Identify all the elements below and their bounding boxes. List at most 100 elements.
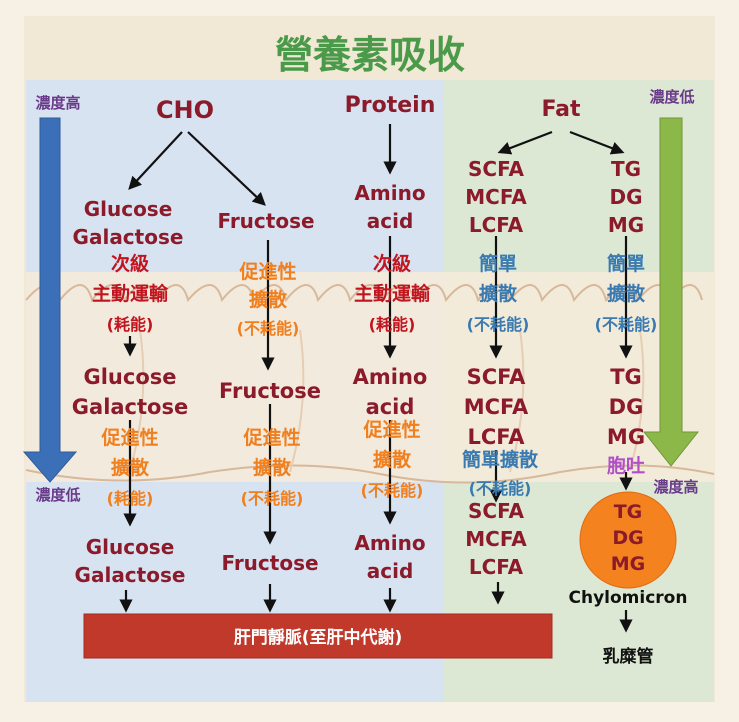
fat-left-mechanism-1-line: 簡單 xyxy=(479,252,517,275)
fat-left-bottom: SCFA MCFA LCFA xyxy=(465,499,527,579)
fat-left-mechanism-1-line: (不耗能) xyxy=(467,315,530,334)
cho-heading: CHO xyxy=(156,96,214,124)
fat-left-top-line: SCFA xyxy=(468,157,524,181)
fat-left-mid: SCFA MCFA LCFA xyxy=(464,365,529,449)
cho-right-mechanism-1-line: 擴散 xyxy=(249,288,287,311)
intestinal-villi xyxy=(25,272,715,484)
fat-right-top-line: TG xyxy=(611,157,641,181)
right-high-label: 濃度高 xyxy=(653,478,698,496)
fat-exocytosis: 胞吐 xyxy=(607,454,645,477)
chylomicron-particle xyxy=(579,491,677,589)
fat-left-mechanism-2-line: (不耗能) xyxy=(469,479,532,498)
cho-right-mechanism-2-line: 擴散 xyxy=(253,456,291,479)
chylomicron-label: Chylomicron xyxy=(569,588,688,608)
protein-mid-line: Amino xyxy=(353,365,428,389)
protein-mechanism-2-line: (不耗能) xyxy=(361,481,424,500)
arrow-fat-right xyxy=(569,130,625,155)
protein-mechanism-1-line: 主動運輸 xyxy=(354,282,431,305)
fat-right-top: TG DG MG xyxy=(608,157,644,237)
cho-right-mechanism-2-line: (不耗能) xyxy=(241,489,304,508)
cho-left-top-line: Galactose xyxy=(73,225,184,249)
arrow-fat-left xyxy=(497,130,553,155)
cho-right-mechanism-2-line: 促進性 xyxy=(242,426,300,449)
protein-mechanism-1-line: 次級 xyxy=(373,252,411,275)
fat-right-mechanism-1: 簡單擴散 (不耗能) xyxy=(595,252,658,334)
fat-left-bottom-line: LCFA xyxy=(469,555,524,579)
fat-left-mid-line: MCFA xyxy=(464,395,529,419)
text-blocks: GlucoseGalactoseFructose次級主動運輸(耗能)促進性擴散(… xyxy=(72,157,658,587)
chylomicron-contents: TG DG MG xyxy=(611,501,646,575)
right-low-label: 濃度低 xyxy=(649,88,694,106)
protein-mechanism-2-line: 擴散 xyxy=(373,448,411,471)
fat-right-mechanism-1-line: (不耗能) xyxy=(595,315,658,334)
protein-bottom-line: acid xyxy=(367,559,414,583)
fat-left-mechanism-2: 簡單擴散 (不耗能) xyxy=(462,448,538,498)
fat-left-top: SCFA MCFA LCFA xyxy=(465,157,527,237)
protein-top-line: Amino xyxy=(354,181,425,205)
left-gradient-arrow xyxy=(22,117,78,483)
cho-left-bottom-line: Galactose xyxy=(75,563,186,587)
cho-right-mid-line: Fructose xyxy=(219,379,321,403)
fat-left-mid-line: SCFA xyxy=(467,365,526,389)
fat-left-mechanism-1-line: 擴散 xyxy=(479,282,517,305)
fat-left-top-line: LCFA xyxy=(469,213,524,237)
left-low-label: 濃度低 xyxy=(35,486,80,504)
cho-left-mechanism-1-line: (耗能) xyxy=(107,315,154,334)
chylomicron-contents-line: MG xyxy=(611,553,646,575)
protein-mid-line: acid xyxy=(366,395,415,419)
fat-left-top-line: MCFA xyxy=(465,185,527,209)
cho-left-top-line: Glucose xyxy=(84,197,173,221)
fat-right-top-line: MG xyxy=(608,213,644,237)
page-title: 營養素吸收 xyxy=(275,33,465,77)
fat-right-top-line: DG xyxy=(609,185,642,209)
protein-bottom-line: Amino xyxy=(354,531,425,555)
left-high-label: 濃度高 xyxy=(35,94,80,112)
protein-top-line: acid xyxy=(367,209,414,233)
flow-arrows xyxy=(119,124,633,633)
protein-mid: Amino acid xyxy=(353,365,428,419)
portal-vein-bar xyxy=(83,613,553,659)
cho-left-mechanism-2-line: (耗能) xyxy=(107,489,154,508)
cho-left-bottom-line: Glucose xyxy=(86,535,175,559)
fat-heading: Fat xyxy=(541,97,581,122)
fat-right-mid-line: DG xyxy=(609,395,644,419)
fat-left-bottom-line: MCFA xyxy=(465,527,527,551)
cho-left-mechanism-1-line: 主動運輸 xyxy=(92,282,169,305)
cho-left-mid-line: Glucose xyxy=(83,365,176,389)
fat-right-mechanism-1-line: 簡單 xyxy=(607,252,645,275)
protein-mechanism-1-line: (耗能) xyxy=(369,315,416,334)
fat-left-bottom-line: SCFA xyxy=(468,499,524,523)
cho-left-mid-line: Galactose xyxy=(72,395,188,419)
protein-heading: Protein xyxy=(345,93,436,118)
arrow-cho-left xyxy=(128,131,183,190)
fat-exocytosis-line: 胞吐 xyxy=(607,454,645,477)
arrow-cho-right xyxy=(187,131,266,206)
cho-left-mechanism-2-line: 擴散 xyxy=(111,456,149,479)
fat-left-mechanism-1: 簡單擴散 (不耗能) xyxy=(467,252,530,334)
fat-left-mechanism-2-line: 簡單擴散 xyxy=(462,448,538,471)
cho-right-mechanism-1-line: (不耗能) xyxy=(237,319,300,338)
portal-vein-label: 肝門靜脈(至肝中代謝) xyxy=(234,627,403,648)
right-gradient-arrow xyxy=(642,117,700,467)
chylomicron-contents-line: TG xyxy=(614,501,643,523)
cho-right-top: Fructose xyxy=(217,209,314,233)
protein-top: Amino acid xyxy=(354,181,425,233)
chylomicron-contents-line: DG xyxy=(612,527,643,549)
cho-right-top-line: Fructose xyxy=(217,209,314,233)
fat-right-mid-line: TG xyxy=(610,365,642,389)
fat-right-mechanism-1-line: 擴散 xyxy=(607,282,645,305)
protein-mechanism-2-line: 促進性 xyxy=(362,418,420,441)
fat-left-mid-line: LCFA xyxy=(468,425,526,449)
lacteal-label: 乳糜管 xyxy=(603,646,654,667)
